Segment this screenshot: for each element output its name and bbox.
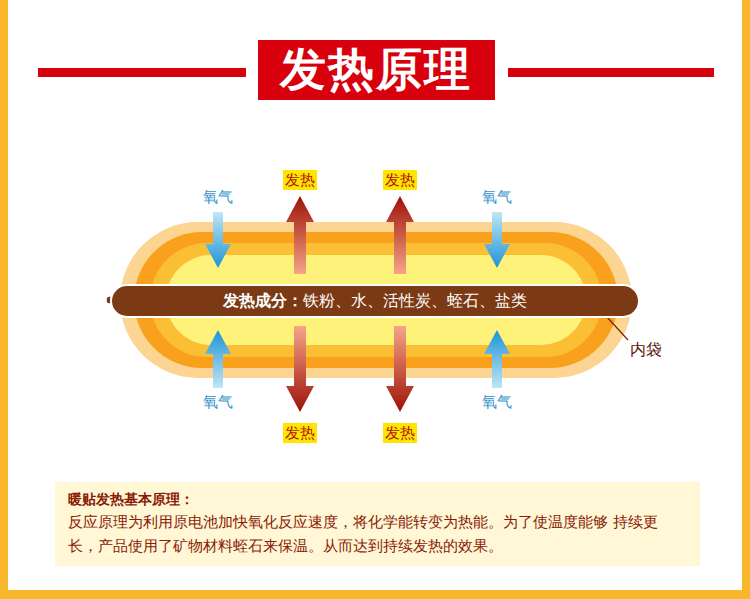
title-text: 发热原理 [280, 39, 472, 101]
oxygen-arrow [484, 212, 510, 268]
title-bar [508, 68, 714, 77]
leader-line [606, 316, 628, 340]
heat-arrow [286, 326, 314, 412]
title-box: 发热原理 [258, 40, 495, 100]
oxygen-label: 氧气 [203, 392, 233, 412]
principle-body: 反应原理为利用原电池加快氧化反应速度，将化学能转变为热能。为了使温度能够 持续更… [68, 510, 687, 558]
principle-heading: 暖贴发热基本原理： [68, 488, 687, 510]
oxygen-arrow [205, 330, 231, 388]
heat-band [166, 255, 586, 345]
oxygen-label: 氧气 [482, 187, 512, 207]
heat-label: 发热 [383, 423, 417, 443]
heat-arrow [386, 196, 414, 274]
oxygen-arrow [484, 330, 510, 388]
ingredient-list: 铁粉、水、活性炭、蛭石、盐类 [303, 291, 527, 312]
principle-box: 暖贴发热基本原理：反应原理为利用原电池加快氧化反应速度，将化学能转变为热能。为了… [55, 482, 700, 566]
pouch-label: 内袋 [630, 340, 662, 360]
inner-pouch: 发热成分：铁粉、水、活性炭、蛭石、盐类 [110, 284, 640, 318]
ingredient-heading: 发热成分： [223, 291, 303, 312]
oxygen-label: 氧气 [203, 187, 233, 207]
title-bar [38, 68, 246, 77]
frame [742, 0, 750, 599]
heat-label: 发热 [283, 170, 317, 190]
heat-arrow [386, 326, 414, 412]
heat-arrow [286, 196, 314, 274]
frame [0, 0, 8, 599]
heat-label: 发热 [283, 423, 317, 443]
oxygen-label: 氧气 [482, 392, 512, 412]
heat-label: 发热 [383, 170, 417, 190]
pouch-outline [111, 285, 639, 317]
frame [0, 590, 750, 599]
oxygen-arrow [205, 212, 231, 268]
